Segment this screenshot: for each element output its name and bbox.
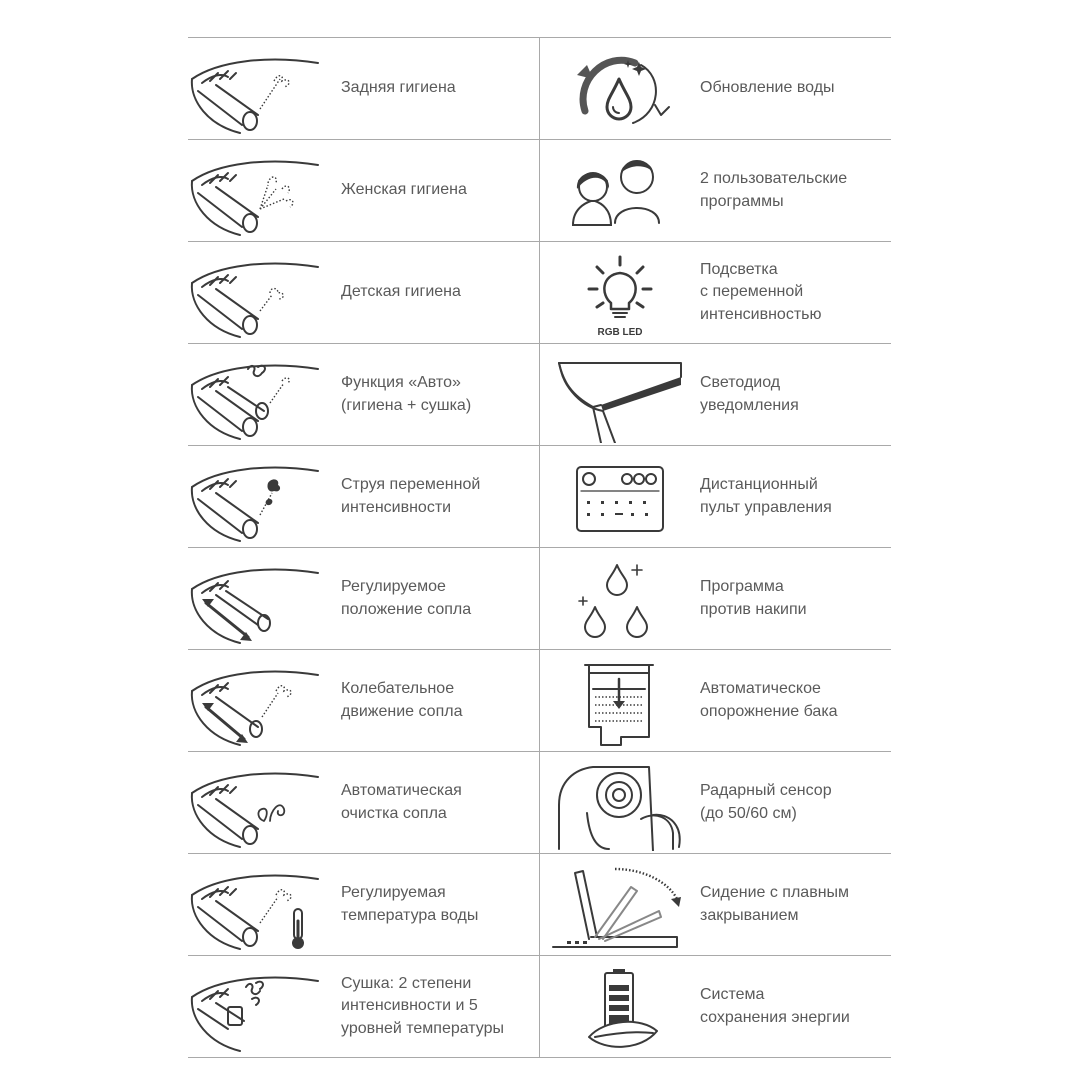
nozzle-child-hygiene-icon xyxy=(188,243,328,343)
anti-scale-drops-icon xyxy=(540,549,700,649)
feature-label: Светодиод уведомления xyxy=(700,374,799,414)
feature-cell: Сидение с плавным закрыванием xyxy=(539,854,891,955)
feature-row: Регулируемая температура воды Сидение с … xyxy=(188,853,891,955)
feature-row: Регулируемое положение сопла Программа п… xyxy=(188,547,891,649)
feature-label: Женская гигиена xyxy=(341,181,467,199)
feature-cell: RGB LED Подсветка с переменной интенсивн… xyxy=(539,242,891,343)
nozzle-female-hygiene-icon xyxy=(188,141,328,241)
nozzle-variable-jet-icon xyxy=(188,447,328,547)
feature-label: Функция «Авто» (гигиена + сушка) xyxy=(341,374,472,414)
rgb-led-bulb-icon: RGB LED xyxy=(540,243,700,343)
feature-cell: Регулируемая температура воды xyxy=(188,854,539,955)
feature-label: Радарный сенсор (до 50/60 см) xyxy=(700,782,832,822)
feature-cell: Автоматическая очистка сопла xyxy=(188,752,539,853)
feature-cell: Задняя гигиена xyxy=(188,38,539,139)
feature-label: Автоматическая очистка сопла xyxy=(341,782,462,822)
energy-saving-battery-icon xyxy=(540,957,700,1057)
feature-label: Дистанционный пульт управления xyxy=(700,476,832,516)
remote-control-icon xyxy=(540,447,700,547)
feature-label: Регулируемое положение сопла xyxy=(341,578,472,618)
features-table: Задняя гигиена Обновление воды xyxy=(188,37,891,1058)
nozzle-rear-hygiene-icon xyxy=(188,39,328,139)
feature-row: Функция «Авто» (гигиена + сушка) Светоди… xyxy=(188,343,891,445)
feature-row: Задняя гигиена Обновление воды xyxy=(188,37,891,139)
feature-row: Колебательное движение сопла Автоматичес… xyxy=(188,649,891,751)
feature-label: Сушка: 2 степени интенсивности и 5 уровн… xyxy=(341,974,505,1037)
feature-label: Детская гигиена xyxy=(341,283,461,301)
rgb-led-caption: RGB LED xyxy=(598,327,643,338)
feature-cell: Программа против накипи xyxy=(539,548,891,649)
feature-cell: Женская гигиена xyxy=(188,140,539,241)
feature-label: Регулируемая температура воды xyxy=(341,884,479,924)
feature-cell: Радарный сенсор (до 50/60 см) xyxy=(539,752,891,853)
nozzle-dryer-icon xyxy=(188,957,328,1057)
feature-label: Колебательное движение сопла xyxy=(341,680,463,720)
feature-cell: Детская гигиена xyxy=(188,242,539,343)
feature-label: Программа против накипи xyxy=(700,578,807,618)
tank-drain-icon xyxy=(540,651,700,751)
feature-row: Сушка: 2 степени интенсивности и 5 уровн… xyxy=(188,955,891,1058)
feature-cell: Дистанционный пульт управления xyxy=(539,446,891,547)
feature-cell: Колебательное движение сопла xyxy=(188,650,539,751)
notification-led-icon xyxy=(540,345,700,445)
feature-cell: Светодиод уведомления xyxy=(539,344,891,445)
nozzle-auto-icon xyxy=(188,345,328,445)
feature-cell: Автоматическое опорожнение бака xyxy=(539,650,891,751)
feature-label: Сидение с плавным закрыванием xyxy=(700,884,850,924)
soft-close-seat-icon xyxy=(540,855,700,955)
nozzle-thermometer-icon xyxy=(188,855,328,955)
feature-label: Задняя гигиена xyxy=(341,79,456,97)
feature-cell: 2 пользовательские программы xyxy=(539,140,891,241)
nozzle-self-clean-icon xyxy=(188,753,328,853)
feature-label: Обновление воды xyxy=(700,79,835,97)
feature-row: Струя переменной интенсивности Дистанцио… xyxy=(188,445,891,547)
two-users-icon xyxy=(540,141,700,241)
feature-cell: Функция «Авто» (гигиена + сушка) xyxy=(188,344,539,445)
feature-label: Система сохранения энергии xyxy=(700,986,850,1026)
feature-row: Автоматическая очистка сопла Радарный се… xyxy=(188,751,891,853)
feature-row: Женская гигиена 2 пользовательские прогр… xyxy=(188,139,891,241)
feature-cell: Регулируемое положение сопла xyxy=(188,548,539,649)
nozzle-position-icon xyxy=(188,549,328,649)
water-refresh-icon xyxy=(540,39,700,139)
feature-cell: Система сохранения энергии xyxy=(539,956,891,1057)
nozzle-oscillation-icon xyxy=(188,651,328,751)
feature-row: Детская гигиена RGB LED Подсветка с пере… xyxy=(188,241,891,343)
feature-label: Автоматическое опорожнение бака xyxy=(700,680,838,720)
feature-label: Подсветка с переменной интенсивностью xyxy=(700,260,822,323)
radar-sensor-icon xyxy=(540,753,700,853)
feature-label: Струя переменной интенсивности xyxy=(341,476,481,516)
feature-cell: Обновление воды xyxy=(539,38,891,139)
feature-label: 2 пользовательские программы xyxy=(700,170,848,210)
feature-cell: Струя переменной интенсивности xyxy=(188,446,539,547)
feature-cell: Сушка: 2 степени интенсивности и 5 уровн… xyxy=(188,956,539,1057)
